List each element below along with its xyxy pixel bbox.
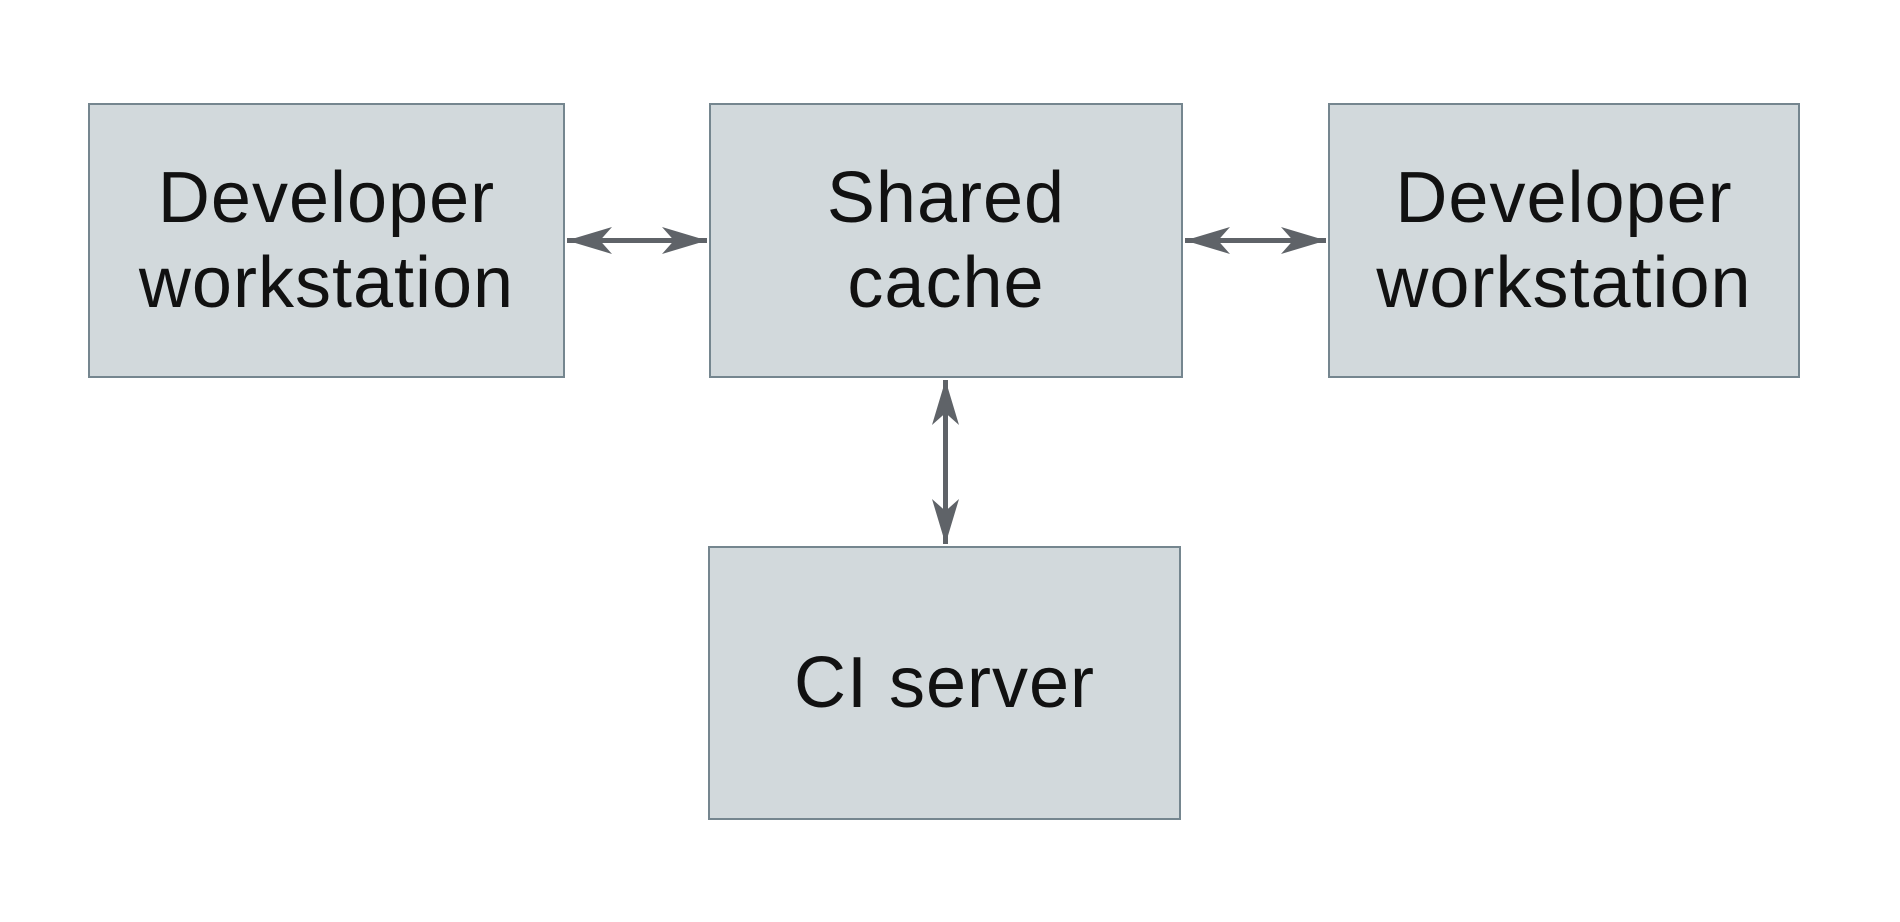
node-developer-workstation-right: Developer workstation: [1328, 103, 1800, 378]
node-label: Shared cache: [826, 158, 1066, 323]
node-label: Developer workstation: [138, 158, 515, 323]
node-ci-server: CI server: [708, 546, 1181, 820]
node-label: CI server: [793, 642, 1096, 723]
node-shared-cache: Shared cache: [709, 103, 1183, 378]
node-developer-workstation-left: Developer workstation: [88, 103, 565, 378]
node-label: Developer workstation: [1376, 158, 1752, 323]
